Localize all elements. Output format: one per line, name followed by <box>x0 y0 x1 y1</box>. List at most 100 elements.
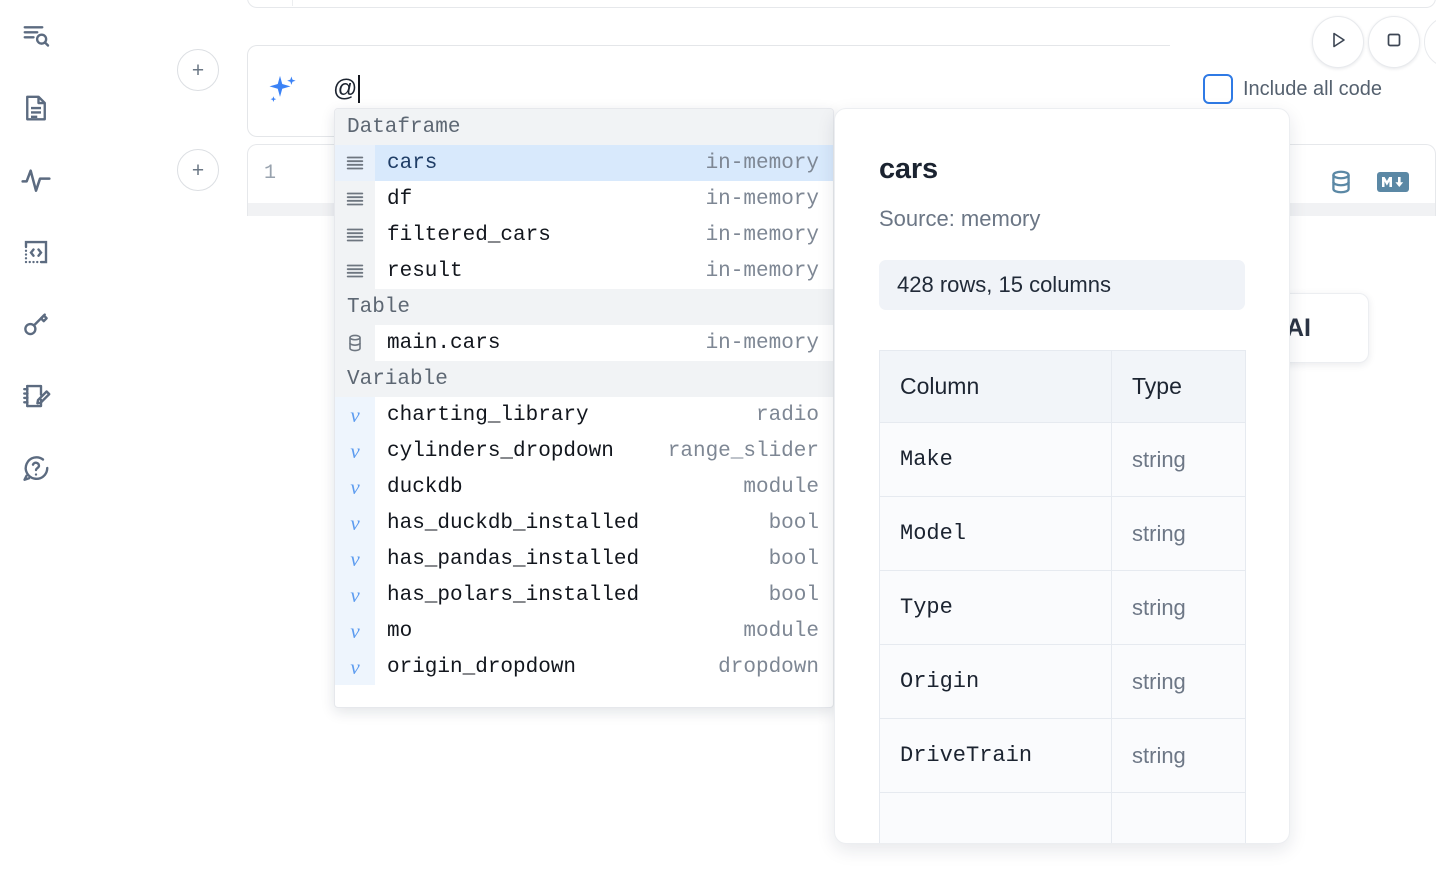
stop-button[interactable] <box>1368 16 1420 68</box>
autocomplete-item-kind: in-memory <box>705 151 819 175</box>
autocomplete-item[interactable]: v has_pandas_installed bool <box>335 541 833 577</box>
cell-column-name: Make <box>879 422 1112 497</box>
run-button[interactable] <box>1312 16 1364 68</box>
code-snippet-icon <box>21 237 51 267</box>
table-header-row: Column Type <box>879 350 1246 423</box>
activity-icon <box>20 164 52 196</box>
autocomplete-group-header: Variable <box>335 361 833 397</box>
include-all-code-checkbox[interactable] <box>1203 74 1233 104</box>
autocomplete-item[interactable]: main.cars in-memory <box>335 325 833 361</box>
autocomplete-item-label: has_pandas_installed <box>387 547 640 571</box>
sidebar-item-explore[interactable] <box>14 14 58 58</box>
include-all-code-label: Include all code <box>1243 77 1382 100</box>
sidebar-item-snippets[interactable] <box>14 230 58 274</box>
autocomplete-item-kind: in-memory <box>705 259 819 283</box>
autocomplete-item[interactable]: v charting_library radio <box>335 397 833 433</box>
ai-prompt-value: @ <box>333 75 358 102</box>
play-icon <box>1326 28 1350 57</box>
autocomplete-item-label: main.cars <box>387 331 501 355</box>
sidebar-item-scratchpad[interactable] <box>14 374 58 418</box>
variable-icon: v <box>335 577 375 613</box>
autocomplete-item-kind: bool <box>768 583 819 607</box>
sidebar-item-secrets[interactable] <box>14 302 58 346</box>
cell-column-type: string <box>1111 496 1246 571</box>
autocomplete-item-label: cylinders_dropdown <box>387 439 614 463</box>
autocomplete-item-kind: in-memory <box>705 187 819 211</box>
autocomplete-item[interactable]: df in-memory <box>335 181 833 217</box>
dataframe-icon <box>335 253 375 289</box>
ai-chip-fragment[interactable]: AI <box>1277 293 1369 363</box>
autocomplete-item[interactable]: v has_polars_installed bool <box>335 577 833 613</box>
variable-icon: v <box>335 397 375 433</box>
cell-column-type: string <box>1111 718 1246 793</box>
autocomplete-item[interactable]: v origin_dropdown dropdown <box>335 649 833 685</box>
scratchpad-icon <box>21 381 51 411</box>
autocomplete-group-header: Dataframe <box>335 109 833 145</box>
cell-column-name: Model <box>879 496 1112 571</box>
autocomplete-item-kind: in-memory <box>705 223 819 247</box>
autocomplete-item-kind: radio <box>755 403 819 427</box>
autocomplete-group-header: Table <box>335 289 833 325</box>
autocomplete-item-kind: in-memory <box>705 331 819 355</box>
sidebar-item-notebook[interactable] <box>14 86 58 130</box>
variable-icon: v <box>335 433 375 469</box>
database-icon[interactable] <box>1327 168 1355 201</box>
variable-icon: v <box>335 505 375 541</box>
variable-icon: v <box>335 469 375 505</box>
ai-chip-label: AI <box>1286 313 1311 342</box>
doc-source: Source: memory <box>879 206 1041 231</box>
cell-column-type <box>1111 792 1246 843</box>
table-db-icon <box>335 325 375 361</box>
help-chat-icon <box>21 453 51 483</box>
autocomplete-item-kind: dropdown <box>718 655 819 679</box>
variable-icon: v <box>335 649 375 685</box>
previous-cell-divider <box>292 0 293 6</box>
cell-column-name: DriveTrain <box>879 718 1112 793</box>
add-cell-below-button[interactable]: + <box>177 149 219 191</box>
autocomplete-item-kind: bool <box>768 547 819 571</box>
key-icon <box>21 309 51 339</box>
plus-icon: + <box>191 158 205 182</box>
markdown-icon[interactable] <box>1377 170 1409 199</box>
completion-doc-panel: cars Source: memory 428 rows, 15 columns… <box>834 108 1290 844</box>
table-row <box>879 792 1246 843</box>
autocomplete-item-kind: module <box>743 475 819 499</box>
cell-column-name <box>879 792 1112 843</box>
autocomplete-item[interactable]: cars in-memory <box>335 145 833 181</box>
autocomplete-item-label: origin_dropdown <box>387 655 577 679</box>
variable-icon: v <box>335 541 375 577</box>
autocomplete-item-label: df <box>387 187 413 211</box>
autocomplete-item-kind: module <box>743 619 819 643</box>
doc-shape-badge: 428 rows, 15 columns <box>879 260 1245 310</box>
autocomplete-item-label: charting_library <box>387 403 589 427</box>
previous-cell-fragment <box>247 0 1436 8</box>
sidebar-item-activity[interactable] <box>14 158 58 202</box>
sidebar-item-help[interactable] <box>14 446 58 490</box>
stop-icon <box>1382 28 1406 57</box>
autocomplete-item-label: has_polars_installed <box>387 583 640 607</box>
autocomplete-item-label: duckdb <box>387 475 463 499</box>
autocomplete-item-label: mo <box>387 619 413 643</box>
overflow-button[interactable] <box>1424 16 1436 68</box>
text-cursor <box>358 75 361 103</box>
include-all-code-row[interactable]: Include all code <box>1203 74 1382 104</box>
ai-prompt-input[interactable]: @ <box>333 72 361 106</box>
cell-column-type: string <box>1111 644 1246 719</box>
file-search-icon <box>21 21 51 51</box>
autocomplete-item-label: cars <box>387 151 438 175</box>
variable-icon: v <box>335 613 375 649</box>
autocomplete-item-kind: bool <box>768 511 819 535</box>
add-cell-above-button[interactable]: + <box>177 49 219 91</box>
